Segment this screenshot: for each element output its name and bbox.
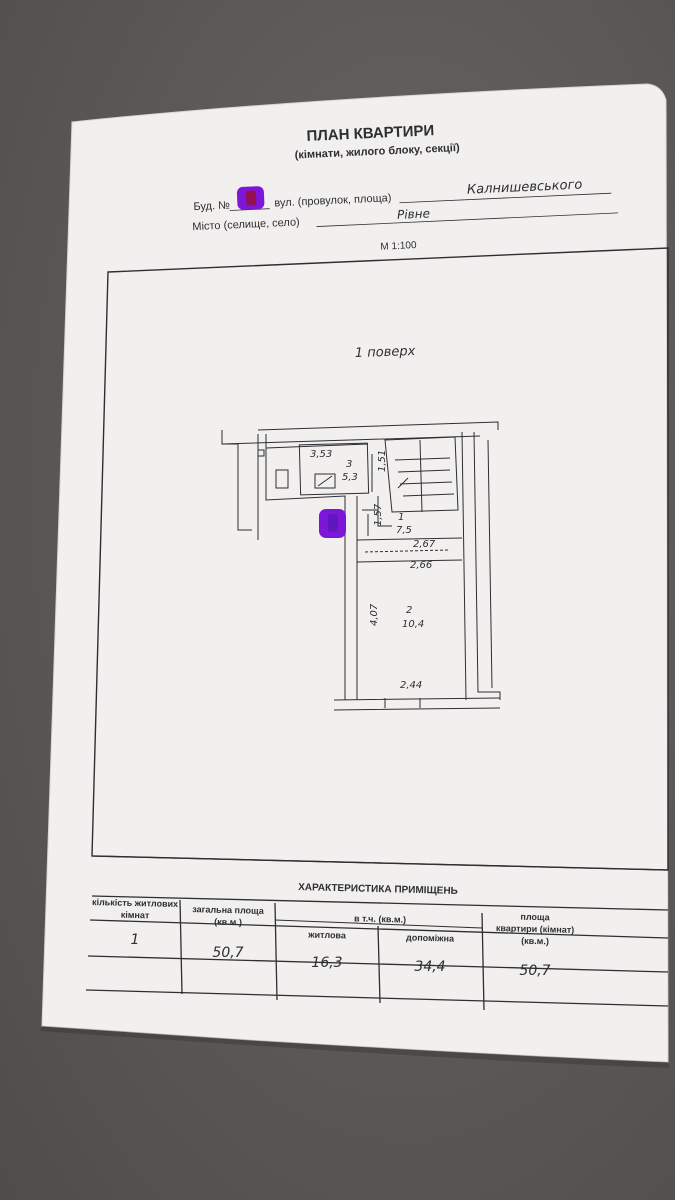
value-rooms: 1 [131, 932, 140, 948]
characteristics-table [85, 855, 669, 1011]
paper-sheet [41, 83, 669, 1063]
value-living: 16,3 [311, 955, 342, 971]
col-rooms-line2: кімнат [121, 910, 150, 921]
table-title: ХАРАКТЕРИСТИКА ПРИМІЩЕНЬ [298, 882, 458, 897]
value-total: 50,7 [212, 945, 243, 961]
value-area: 50,7 [519, 963, 550, 979]
room-3-area: 5,3 [342, 472, 358, 483]
dim-244: 2,44 [400, 680, 422, 691]
room-1-num: 1 [398, 512, 404, 523]
col-area-line2: квартири (кімнат) [496, 923, 575, 935]
col-total-line2: (кв.м.) [214, 917, 242, 928]
col-area-line1: площа [520, 912, 550, 923]
document-title: ПЛАН КВАРТИРИ [306, 122, 434, 145]
scale-label: М 1:100 [380, 240, 417, 253]
bud-label: Буд. № [193, 199, 230, 213]
street-value: Калнишевського [467, 177, 583, 197]
value-aux: 34,4 [414, 959, 445, 975]
room-2-area: 10,4 [402, 619, 424, 630]
col-aux: допоміжна [406, 932, 455, 943]
city-label: Місто (селище, село) [192, 216, 300, 233]
dim-151: 1,51 [377, 450, 388, 472]
col-area-line3: (кв.м.) [521, 936, 549, 947]
dim-407: 4,07 [369, 603, 380, 626]
col-rooms-line1: кількість житлових [92, 897, 178, 909]
dim-353: 3,53 [310, 449, 332, 460]
street-label: вул. (провулок, площа) [274, 192, 392, 209]
paper-shadow [40, 1026, 670, 1068]
dim-266: 2,66 [410, 560, 432, 571]
room-3-num: 3 [346, 459, 352, 470]
floor-label: 1 поверх [355, 344, 416, 361]
dim-157: 1,57 [373, 503, 384, 526]
col-total-line1: загальна площа [192, 904, 265, 916]
col-incl: в т.ч. (кв.м.) [354, 913, 406, 924]
room-1-area: 7,5 [396, 525, 412, 536]
col-living: житлова [307, 930, 347, 941]
city-value: Рівне [397, 206, 430, 221]
floor-plan [221, 421, 501, 711]
room-2-num: 2 [406, 605, 412, 616]
dim-267: 2,67 [413, 539, 436, 550]
